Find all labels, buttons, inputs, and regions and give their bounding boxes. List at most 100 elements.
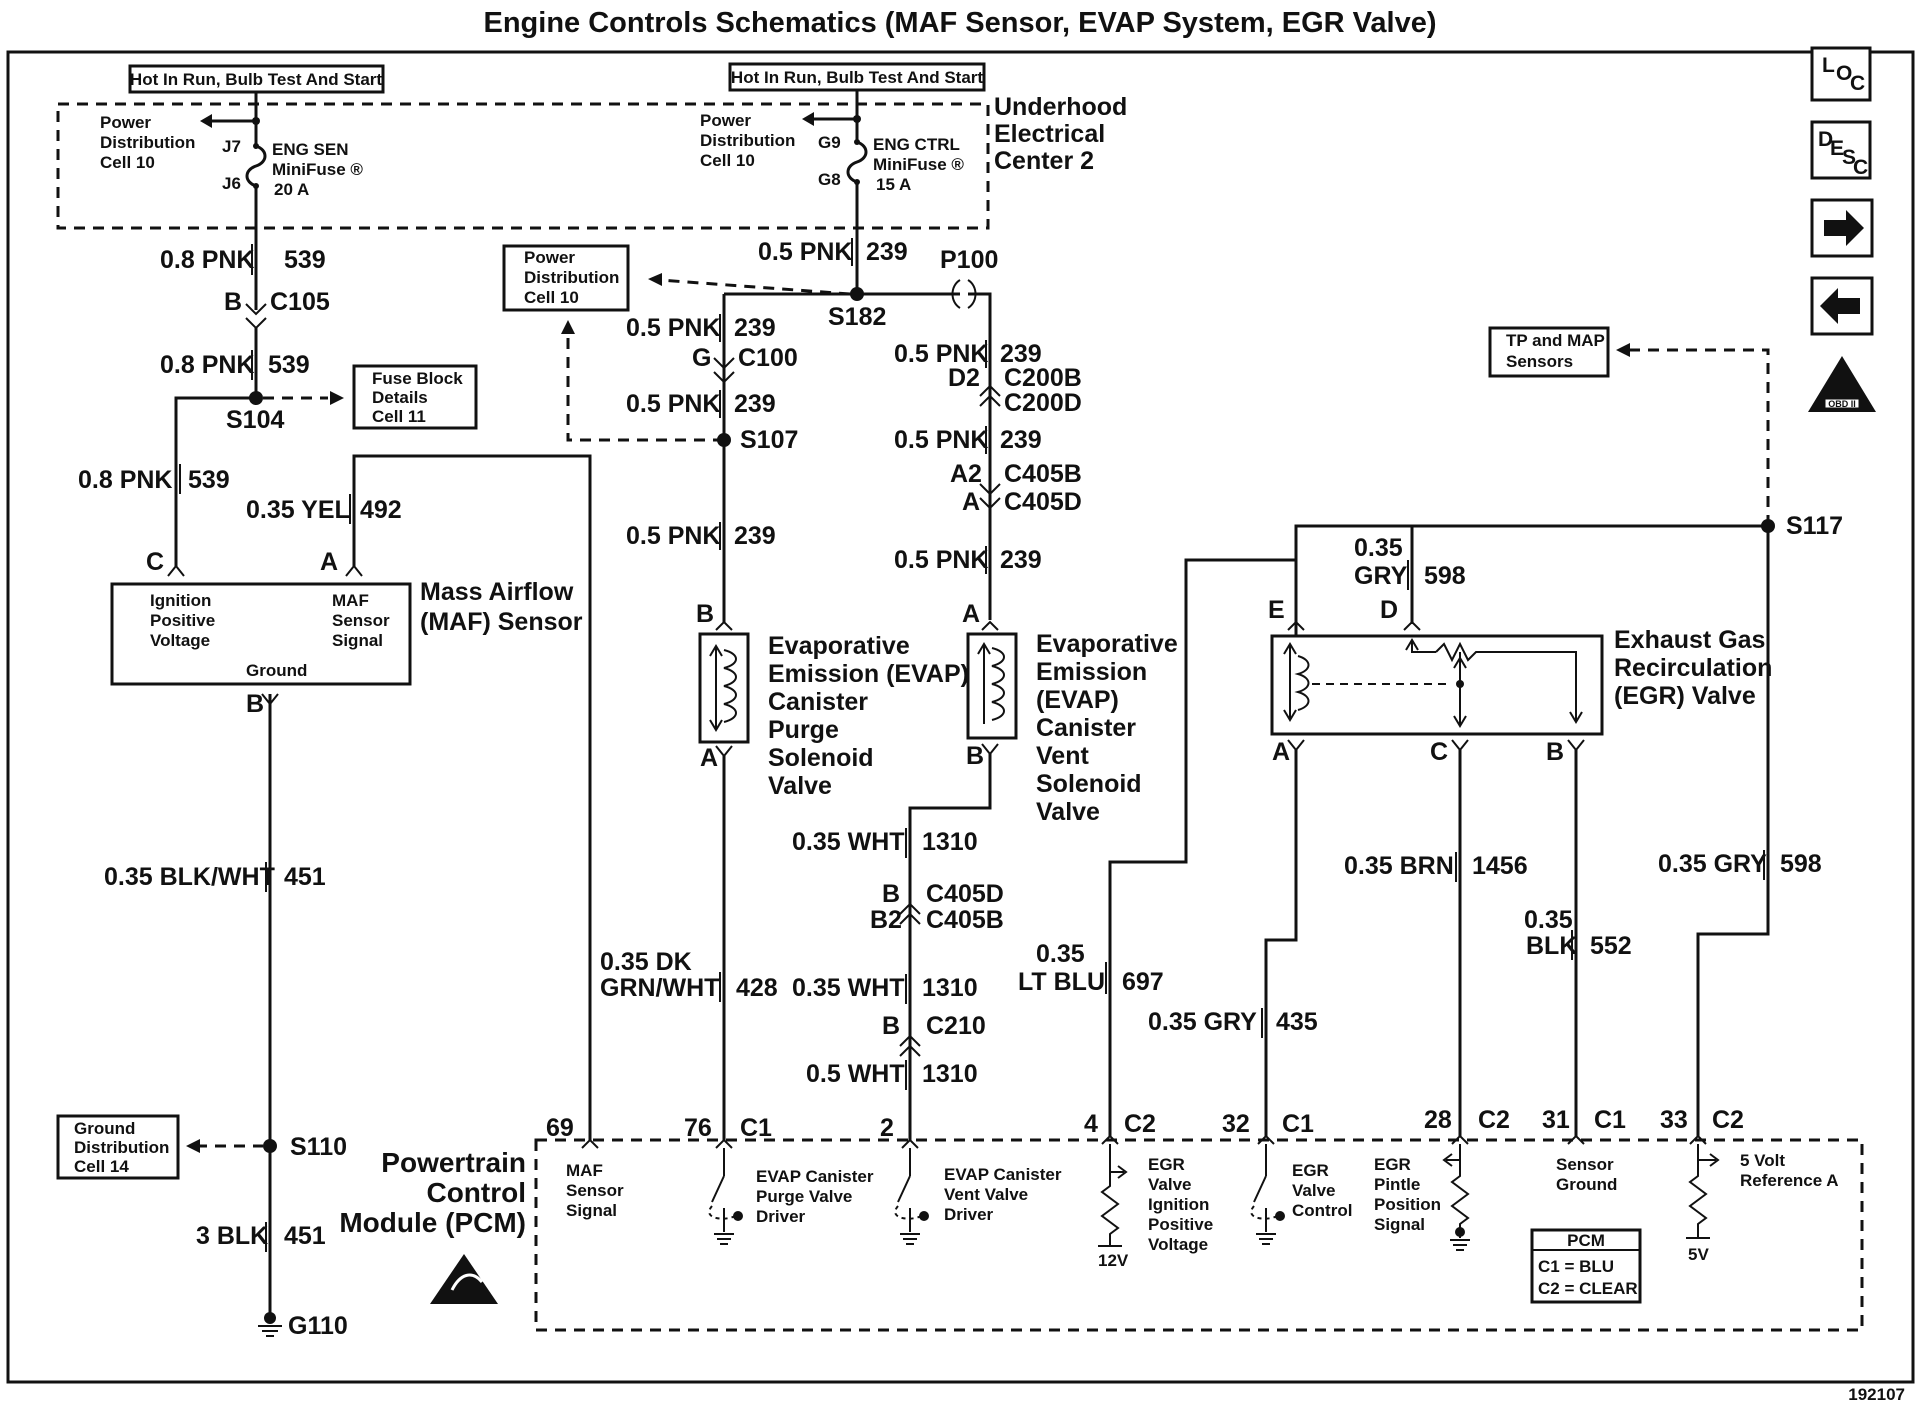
wire-435-color: 0.35 GRY [1148,1008,1257,1036]
maf-sensor: Ignition Positive Voltage MAF Sensor Sig… [110,578,583,718]
connector-c200-icon [979,384,1001,407]
wire-428-num: 428 [736,974,778,1002]
egr-name-2: Recirculation [1614,654,1772,682]
pin-33-icon [1689,1134,1707,1145]
vent-name-6: Solenoid [1036,770,1142,798]
nav-icons: L O C D E S C OBD II [1808,46,1876,412]
connector-c210-icon [899,1034,921,1057]
fuse-right-name-1: ENG CTRL [873,135,960,154]
wire-239-l1-color: 0.5 PNK [626,314,720,342]
pin-b-icon [1567,739,1585,752]
pcm-vent-drv-2: Vent Valve [944,1185,1028,1204]
vent-name-1: Evaporative [1036,630,1178,658]
fuse-left-name-3: 20 A [274,180,309,199]
pcm-vent-drv-1: EVAP Canister [944,1165,1062,1184]
maf-sig-3: Signal [332,631,383,650]
c200d-label: C200D [1004,389,1082,417]
wire-539-color-1: 0.8 PNK [160,246,254,274]
wire-239-l1-num: 239 [734,314,776,342]
pcm-egr-ctrl-1: EGR [1292,1161,1329,1180]
arrow-right-icon [1698,1153,1720,1167]
arrow-left-icon [1442,1153,1460,1167]
wire-598-color-2: 0.35 GRY [1658,850,1767,878]
wire-435-num: 435 [1276,1008,1318,1036]
s117-label: S117 [1786,512,1843,540]
arrow-down-icon [709,719,723,732]
fuse-left-pin-bottom: J6 [222,174,241,193]
c100-label: C100 [738,344,798,372]
fuse-icon [245,121,267,232]
wire-539-num-3: 539 [188,466,230,494]
circuit-451: 0.35 BLK/WHT 451 S110 Ground Distributio… [56,694,348,1340]
wire-1310-color-2: 0.35 WHT [792,974,905,1002]
pcm-pin-32-conn: C1 [1282,1110,1314,1138]
arrow-right-icon [1110,1165,1128,1179]
fuse-eng-sen: Hot In Run, Bulb Test And Start Power Di… [100,64,385,232]
c200-pin: D2 [948,364,980,392]
pcm-pin-4: 4 [1084,1110,1098,1138]
page-frame [6,50,1915,1384]
arrow-up-icon [977,642,991,655]
desc-button[interactable]: D E S C [1810,120,1872,180]
pcm-maf-sig-1: MAF [566,1161,603,1180]
pcm-ref5-2: Reference A [1740,1171,1839,1190]
egr-pin-d: D [1380,596,1398,624]
pcm-egr-pintle-2: Pintle [1374,1175,1420,1194]
c405d-pin-b: B [882,880,900,908]
ground-icon [258,1325,282,1337]
maf-pin-a: A [320,548,338,576]
arrow-left-icon [200,114,212,128]
underhood-box [56,102,990,230]
egr-pin-c: C [1430,738,1448,766]
evap-purge-solenoid: B Evaporative Emission (EVAP) Canister P… [696,600,969,800]
wire-239-r1-color: 0.5 PNK [894,340,988,368]
arrow-up-icon [1453,656,1467,669]
evap-vent-solenoid: A Evaporative Emission (EVAP) Canister V… [962,600,1178,826]
wire-451-num-2: 451 [284,1222,326,1250]
pcm-pin-33: 33 [1660,1106,1688,1134]
pcm-purge-drv-3: Driver [756,1207,806,1226]
figure-id: 192107 [1848,1385,1905,1404]
underhood-label-1: Underhood [994,93,1127,121]
resistor-icon [1688,1144,1708,1238]
wire-492-color: 0.35 YEL [246,496,350,524]
pcm-pin-31-conn: C1 [1594,1106,1626,1134]
legend-c1: C1 = BLU [1538,1257,1614,1276]
pcm-sensor-gnd-1: Sensor [1556,1155,1614,1174]
vent-name-4: Canister [1036,714,1136,742]
wire-1310-color-1: 0.35 WHT [792,828,905,856]
pcm-name-3: Module (PCM) [339,1207,526,1238]
power-ref-left-1: Power [100,113,151,132]
desc-letter-s: S [1842,146,1856,169]
purge-name-4: Purge [768,716,839,744]
c405b-label-b: C405B [926,906,1004,934]
pcm-egr-pintle-4: Signal [1374,1215,1425,1234]
connector-c405-icon [899,902,921,925]
maf-ign-2: Positive [150,611,215,630]
maf-ign-3: Voltage [150,631,210,650]
purge-name-3: Canister [768,688,868,716]
wire-1456-num: 1456 [1472,852,1528,880]
next-page-button[interactable] [1810,198,1874,258]
legend-title: PCM [1567,1231,1605,1250]
fuse-block-ref-1: Fuse Block [372,369,463,388]
hot-label-left: Hot In Run, Bulb Test And Start [130,70,382,89]
pcm-ref5-1: 5 Volt [1740,1151,1785,1170]
wire-697-color-2: LT BLU [1018,968,1105,996]
egr-valve: S117 TP and MAP Sensors 0.35 GRY 598 E D… [1268,326,1843,766]
ground-ref-1: Ground [74,1119,135,1138]
power-ref-right-2: Distribution [700,131,795,150]
loc-button[interactable]: L O C [1810,46,1872,102]
c405-a-pin: A [962,488,980,516]
pcm-egr-ign-2: Valve [1148,1175,1192,1194]
esd-warning-icon [430,1254,498,1304]
wire-239-l2-color: 0.5 PNK [626,390,720,418]
prev-page-button[interactable] [1810,276,1874,336]
pcm-pin-76: 76 [684,1114,712,1142]
pcm-pin-33-conn: C2 [1712,1106,1744,1134]
fuse-left-name-2: MiniFuse ® [272,160,363,179]
s107-label: S107 [740,426,798,454]
desc-letter-d: D [1818,128,1833,151]
arrow-right-icon [1824,210,1864,246]
